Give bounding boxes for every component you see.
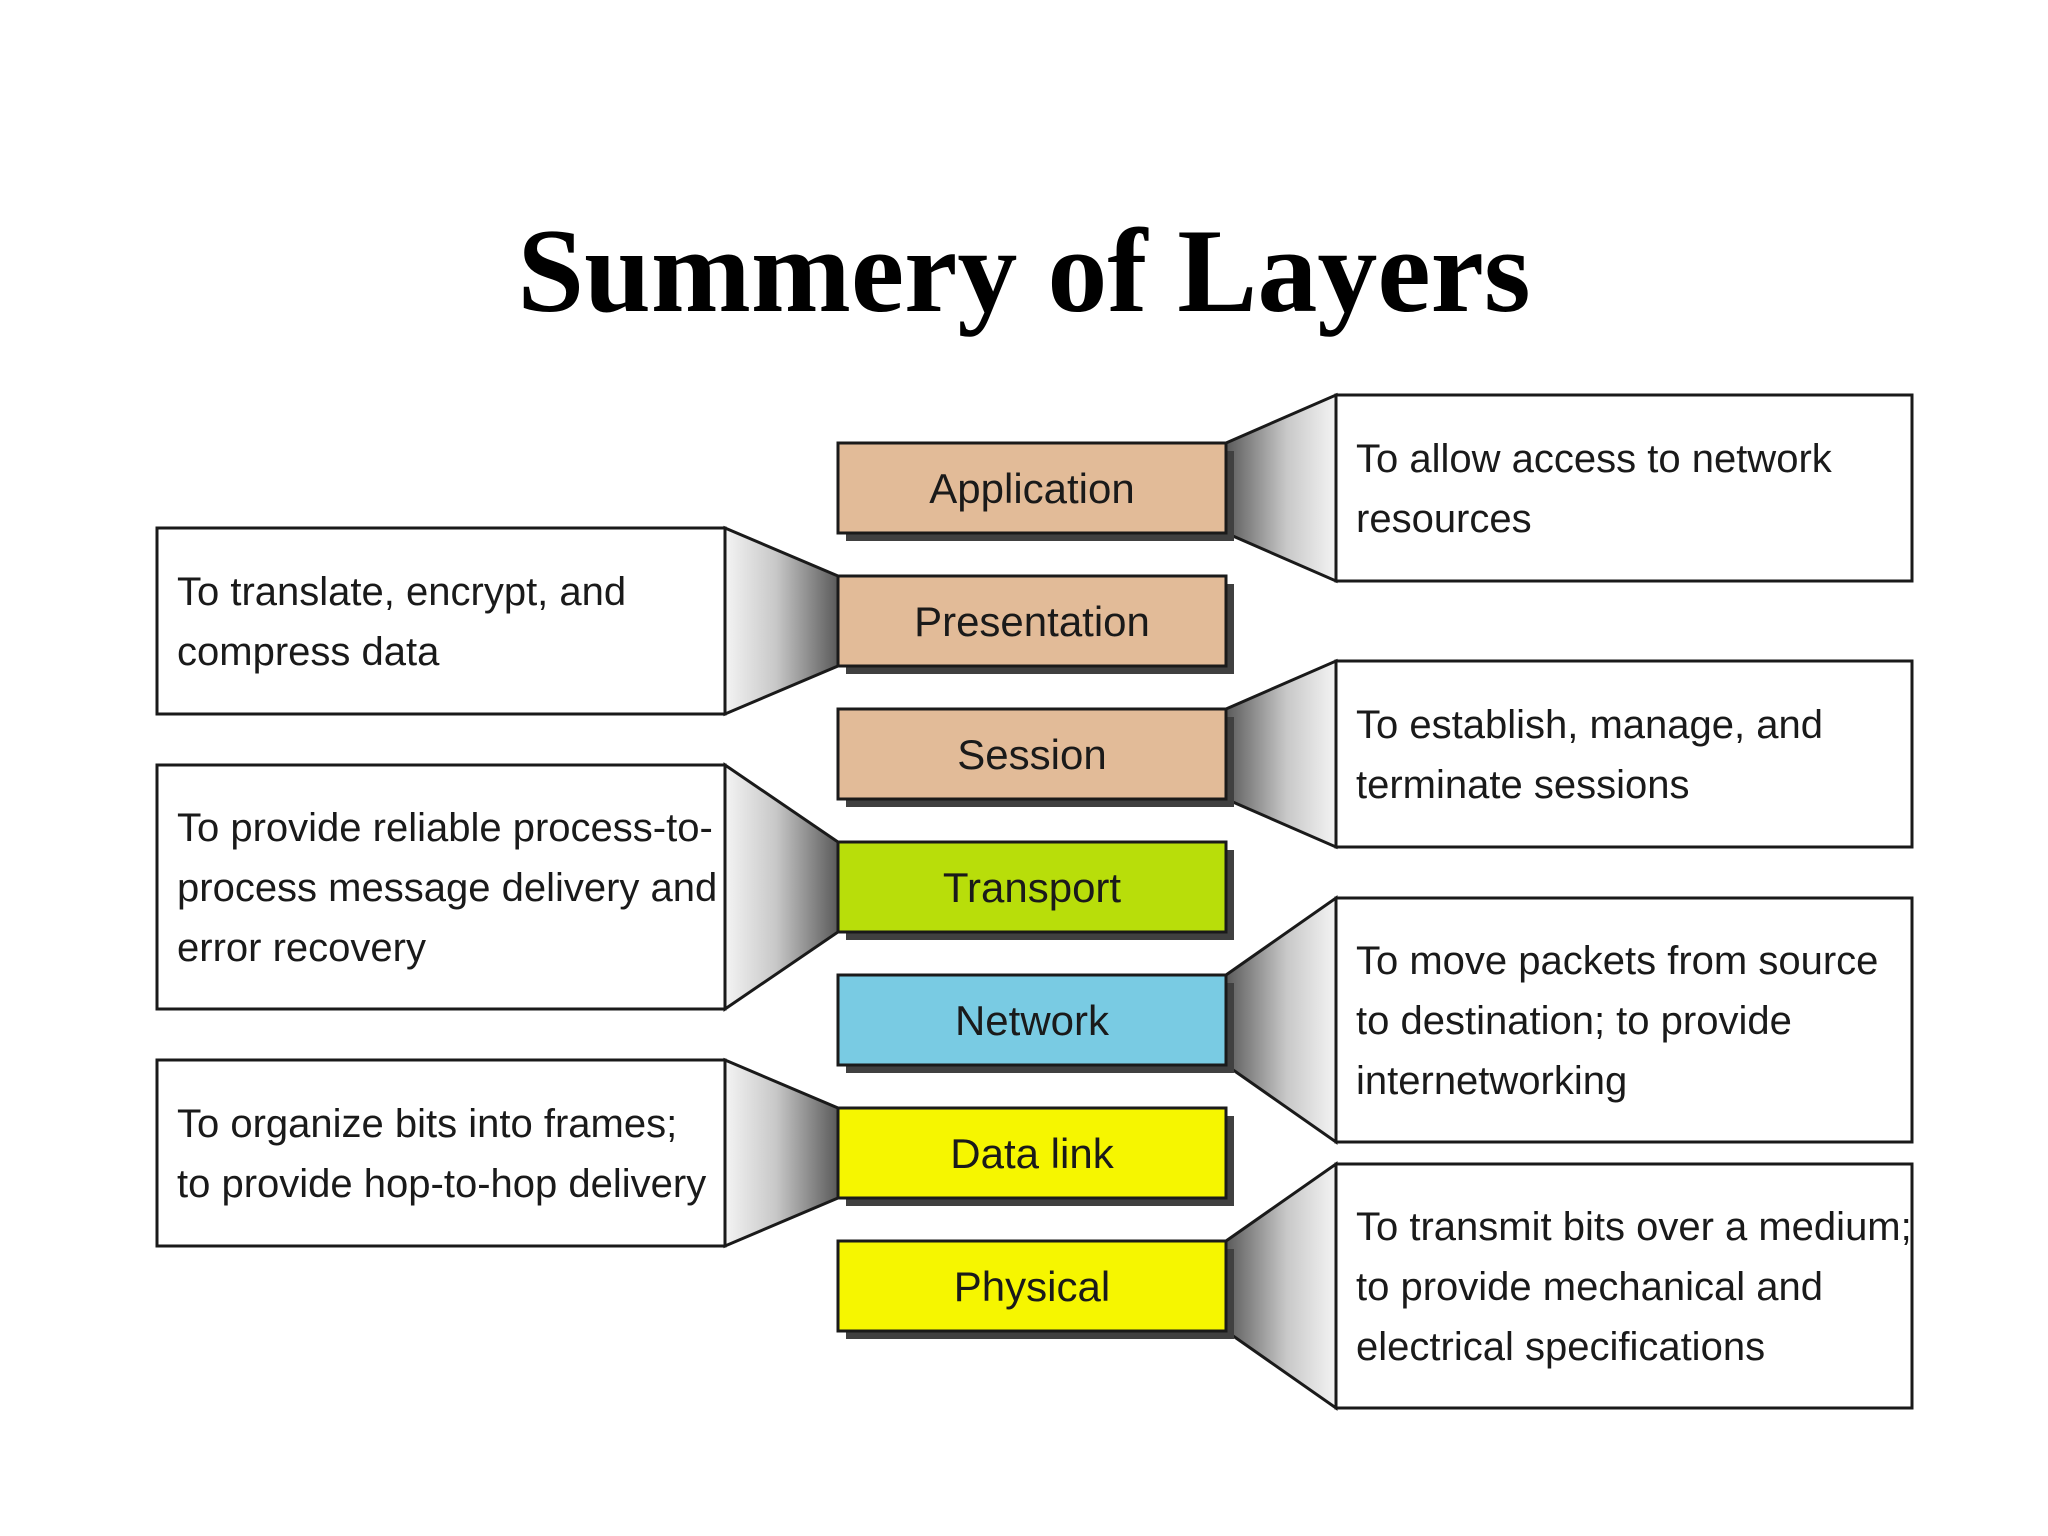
description-transport: To provide reliable process-to-process m… xyxy=(155,763,727,1011)
layer-box xyxy=(836,1239,1228,1333)
connector-data-link xyxy=(723,1057,840,1249)
connector-physical xyxy=(1224,1161,1338,1411)
connector-network xyxy=(1224,895,1338,1145)
description-line: to destination; to provide xyxy=(1356,999,1792,1043)
description-data-link: To organize bits into frames; to provide … xyxy=(155,1058,727,1248)
layer-label: Physical xyxy=(954,1263,1110,1310)
layer-label: Data link xyxy=(950,1130,1114,1177)
layer-box xyxy=(836,707,1228,801)
layer-box xyxy=(836,441,1228,535)
description-presentation: To translate, encrypt, and compress data xyxy=(155,526,727,716)
description-box xyxy=(155,526,727,716)
layer-label: Session xyxy=(957,731,1106,778)
description-line: To organize bits into frames; xyxy=(177,1102,677,1146)
description-session: To establish, manage, and terminate sessi… xyxy=(1334,659,1914,849)
layer-label: Presentation xyxy=(914,598,1150,645)
connector-transport xyxy=(723,762,840,1012)
layer-label: Transport xyxy=(943,864,1122,911)
description-line: process message delivery and xyxy=(177,866,717,910)
description-box xyxy=(1334,393,1914,583)
description-physical: To transmit bits over a medium; to provid… xyxy=(1334,1162,1914,1410)
description-line: internetworking xyxy=(1356,1059,1627,1103)
description-line: error recovery xyxy=(177,926,426,970)
layer-label: Network xyxy=(955,997,1110,1044)
layer-box xyxy=(836,840,1228,934)
layer-stack: ApplicationPresentationSessionTransportN… xyxy=(836,441,1234,1339)
description-line: terminate sessions xyxy=(1356,763,1689,807)
description-line: to provide hop-to-hop delivery xyxy=(177,1162,706,1206)
layer-box xyxy=(836,973,1228,1067)
description-box xyxy=(1334,659,1914,849)
layer-physical: Physical xyxy=(836,1239,1234,1339)
page-title: Summery of Layers xyxy=(517,204,1531,337)
layer-session: Session xyxy=(836,707,1234,807)
layer-presentation: Presentation xyxy=(836,574,1234,674)
layer-label: Application xyxy=(929,465,1134,512)
description-line: To allow access to network xyxy=(1356,437,1833,481)
description-line: to provide mechanical and xyxy=(1356,1265,1823,1309)
description-line: To transmit bits over a medium; xyxy=(1356,1205,1912,1249)
description-line: To provide reliable process-to- xyxy=(177,806,713,850)
connector-application xyxy=(1224,392,1338,584)
description-line: compress data xyxy=(177,630,440,674)
description-line: To establish, manage, and xyxy=(1356,703,1823,747)
layer-data-link: Data link xyxy=(836,1106,1234,1206)
layer-box xyxy=(836,1106,1228,1200)
layer-box xyxy=(836,574,1228,668)
description-box xyxy=(1334,1162,1914,1410)
layer-network: Network xyxy=(836,973,1234,1073)
description-box xyxy=(1334,896,1914,1144)
description-line: electrical specifications xyxy=(1356,1325,1765,1369)
description-application: To allow access to network resources xyxy=(1334,393,1914,583)
connector-presentation xyxy=(723,525,840,717)
layer-transport: Transport xyxy=(836,840,1234,940)
description-line: To translate, encrypt, and xyxy=(177,570,626,614)
description-line: resources xyxy=(1356,497,1532,541)
connector-session xyxy=(1224,658,1338,850)
description-box xyxy=(155,1058,727,1248)
descriptions-group: To allow access to network resources To tr… xyxy=(155,393,1914,1410)
layer-application: Application xyxy=(836,441,1234,541)
description-network: To move packets from source to destinatio… xyxy=(1334,896,1914,1144)
description-box xyxy=(155,763,727,1011)
description-line: To move packets from source xyxy=(1356,939,1878,983)
